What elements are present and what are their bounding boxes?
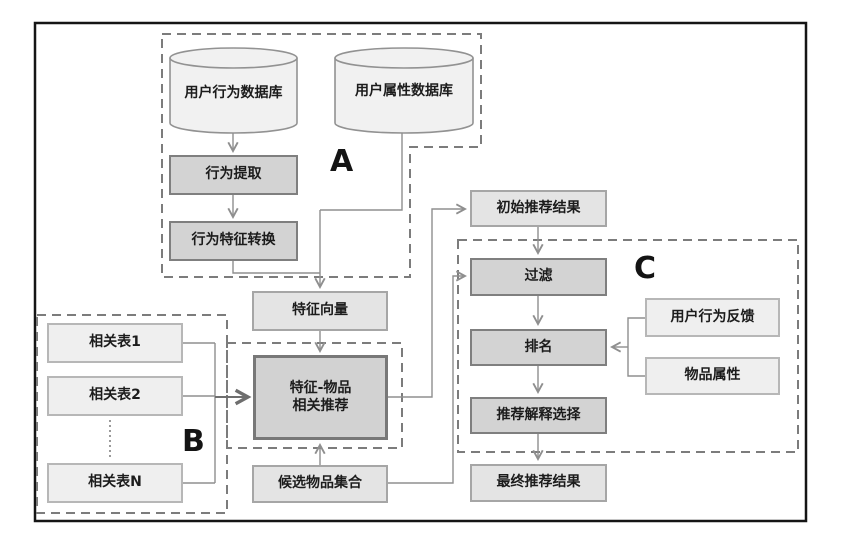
item-attributes-box: 物品属性 bbox=[645, 357, 780, 395]
behavior-database-label: 用户行为数据库 bbox=[184, 85, 283, 101]
filter-box: 过滤 bbox=[470, 258, 607, 296]
rel-table-2-box: 相关表2 bbox=[47, 376, 183, 416]
edge-candidates-to-filter bbox=[388, 270, 467, 484]
section-c-outline bbox=[457, 239, 799, 453]
final-result-box: 最终推荐结果 bbox=[470, 464, 607, 502]
rel-table-1-box: 相关表1 bbox=[47, 323, 183, 363]
initial-result-box: 初始推荐结果 bbox=[470, 190, 607, 227]
feature-item-recommend-box: 特征-物品 相关推荐 bbox=[253, 355, 388, 440]
behavior-feature-convert-box: 行为特征转换 bbox=[169, 221, 298, 261]
edge-attributedb-elbow bbox=[320, 133, 403, 211]
section-a-outline bbox=[161, 33, 482, 278]
ranking-box: 排名 bbox=[470, 329, 607, 366]
feature-item-recommend-line2: 相关推荐 bbox=[292, 397, 349, 414]
edge-featureitem-to-initial bbox=[388, 203, 467, 398]
feature-item-recommend-line1: 特征-物品 bbox=[289, 380, 352, 396]
explanation-select-box: 推荐解释选择 bbox=[470, 397, 607, 434]
behavior-database-cylinder-icon bbox=[169, 47, 298, 134]
behavior-extract-box: 行为提取 bbox=[169, 155, 298, 195]
attribute-database-cylinder-icon bbox=[334, 47, 474, 134]
connectors bbox=[109, 133, 645, 484]
user-feedback-box: 用户行为反馈 bbox=[645, 298, 780, 337]
feature-vector-box: 特征向量 bbox=[252, 291, 388, 331]
section-c-label: C bbox=[634, 251, 657, 286]
section-b-label: B bbox=[182, 424, 205, 459]
attribute-database-label: 用户属性数据库 bbox=[355, 83, 453, 99]
outer-frame bbox=[33, 21, 808, 523]
section-a-label: A bbox=[330, 144, 354, 179]
edge-convert-to-vector-elbow bbox=[232, 261, 320, 274]
edge-feedback-attr-bus bbox=[627, 317, 645, 377]
rel-table-n-box: 相关表N bbox=[47, 463, 183, 503]
candidate-items-box: 候选物品集合 bbox=[252, 465, 388, 503]
